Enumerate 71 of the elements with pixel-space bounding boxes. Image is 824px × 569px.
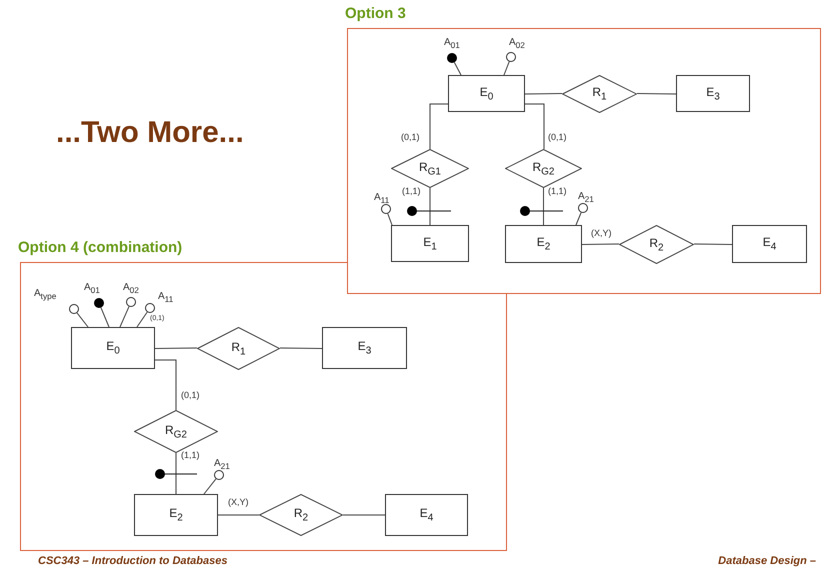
hollow-circle xyxy=(145,303,155,313)
attribute-label: A$_{11}$ xyxy=(374,192,390,206)
connector-line xyxy=(154,360,176,410)
relationship-diamond: R$_{G1}$ xyxy=(391,149,469,188)
connector-line xyxy=(430,104,448,150)
relationship-diamond: R$_{2}$ xyxy=(259,494,343,536)
relationship-diamond: R$_{1}$ xyxy=(562,75,637,113)
entity-box: E$_{2}$ xyxy=(505,225,582,263)
slide-title: ...Two More... xyxy=(56,116,244,150)
entity-box: E$_{1}$ xyxy=(391,225,469,262)
attribute-label: A$_{02}$ xyxy=(509,37,525,51)
entity-box: E$_{0}$ xyxy=(71,327,155,369)
connector-line xyxy=(543,188,544,226)
cardinality-label: (0,1) xyxy=(181,391,200,400)
entity-box: E$_{3}$ xyxy=(322,327,407,369)
attribute-label: A$_{01}$ xyxy=(84,282,100,296)
entity-box: E$_{2}$ xyxy=(134,494,218,536)
hollow-circle xyxy=(506,52,516,62)
connector-line xyxy=(76,312,88,328)
connector-line xyxy=(504,61,510,76)
connector-line xyxy=(576,212,582,226)
attribute-label: A$_{type}$ xyxy=(34,288,56,302)
footer-text: CSC343 – Introduction to Databases xyxy=(38,555,228,567)
connector-line xyxy=(154,348,198,349)
connector-line xyxy=(136,312,148,328)
connector-line xyxy=(582,244,620,245)
relationship-diamond: R$_{1}$ xyxy=(197,327,280,370)
panel-heading: Option 3 xyxy=(345,5,406,22)
entity-box: E$_{3}$ xyxy=(676,75,750,112)
filled-circle xyxy=(447,53,457,63)
connector-line xyxy=(100,307,110,328)
connector-line xyxy=(454,62,462,76)
cardinality-label: (X,Y) xyxy=(591,229,612,238)
cardinality-label: (1,1) xyxy=(402,187,421,196)
footer-text: Database Design – xyxy=(718,555,816,567)
attribute-label: A$_{01}$ xyxy=(444,37,460,51)
hollow-circle xyxy=(578,203,588,213)
hollow-circle xyxy=(126,297,136,307)
filled-circle xyxy=(94,298,104,308)
filled-circle xyxy=(520,206,530,216)
attribute-label: A$_{21}$ xyxy=(578,191,594,205)
hollow-circle xyxy=(214,470,224,480)
entity-box: E$_{4}$ xyxy=(385,494,468,536)
filled-circle xyxy=(155,469,165,479)
cardinality-label: (1,1) xyxy=(181,451,200,460)
panel-heading: Option 4 (combination) xyxy=(18,239,182,256)
connector-line xyxy=(694,244,732,245)
attribute-label: A$_{02}$ xyxy=(123,282,139,296)
relationship-diamond: R$_{G2}$ xyxy=(134,410,218,453)
connector-line xyxy=(387,213,392,226)
entity-box: E$_{0}$ xyxy=(448,75,525,112)
cardinality-label: (1,1) xyxy=(548,187,567,196)
relationship-diamond: R$_{G2}$ xyxy=(505,149,582,188)
entity-box: E$_{4}$ xyxy=(732,225,807,263)
hollow-circle xyxy=(381,204,391,214)
cardinality-label: (0,1) xyxy=(401,133,420,142)
connector-line xyxy=(524,93,562,94)
connector-line xyxy=(120,306,130,328)
attribute-label: A$_{11}$ xyxy=(158,291,174,305)
cardinality-label: (X,Y) xyxy=(228,498,249,507)
hollow-circle xyxy=(69,304,79,314)
relationship-diamond: R$_{2}$ xyxy=(619,225,694,264)
connector-line xyxy=(636,93,676,94)
connector-line xyxy=(218,514,260,516)
connector-line xyxy=(204,478,216,494)
connector-line xyxy=(280,348,322,349)
connector-line xyxy=(342,514,386,516)
filled-circle xyxy=(407,206,417,216)
cardinality-label: (0,1) xyxy=(548,133,567,142)
attribute-label: A$_{21}$ xyxy=(214,458,230,472)
connector-line xyxy=(524,104,544,150)
